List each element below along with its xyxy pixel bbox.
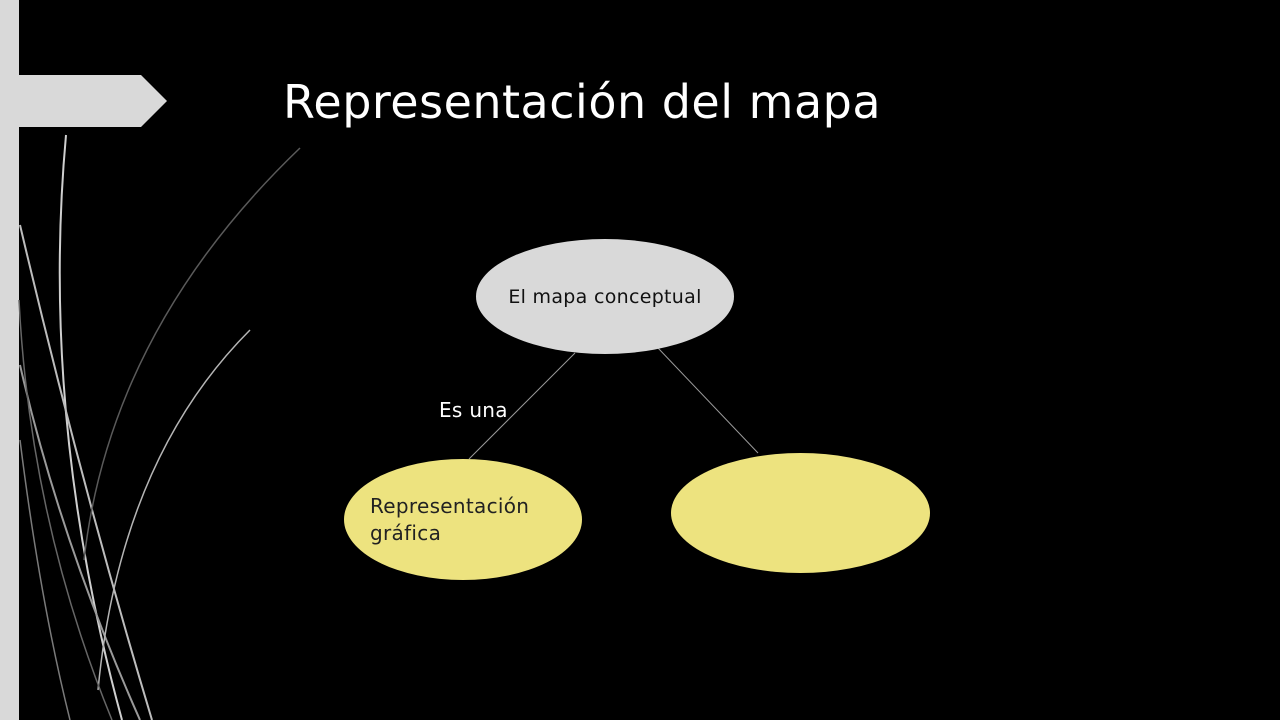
slide-title: Representación del mapa (283, 75, 882, 129)
concept-node-root: El mapa conceptual (476, 239, 734, 354)
connector-right (657, 347, 759, 454)
concept-node-left-label: Representación gráfica (370, 493, 530, 545)
concept-node-right (671, 453, 930, 573)
left-accent-bar (0, 0, 19, 720)
concept-node-root-label: El mapa conceptual (508, 285, 702, 308)
connector-left (468, 352, 576, 460)
decorative-curves (18, 134, 301, 720)
concept-node-left: Representación gráfica (344, 459, 582, 580)
link-label: Es una (439, 398, 508, 422)
title-arrow-tab (19, 75, 167, 127)
